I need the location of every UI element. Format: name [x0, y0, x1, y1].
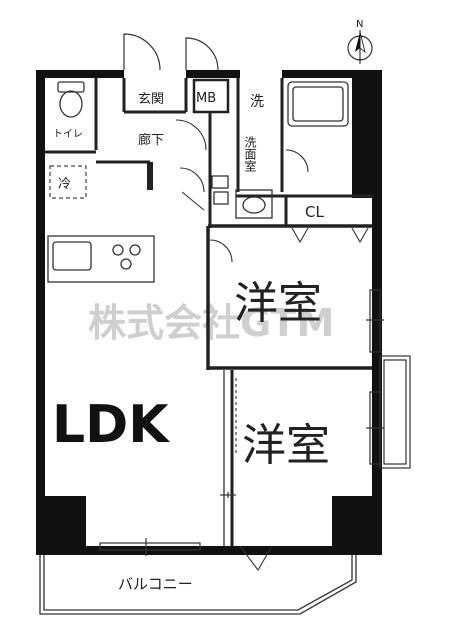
- wash-room-label: 洗面室: [243, 136, 257, 172]
- fridge-space: [49, 165, 87, 199]
- toilet-icon: [57, 81, 85, 118]
- western-room-2-label: 洋室: [242, 420, 330, 471]
- toilet-label: トイレ: [53, 129, 83, 140]
- corridor-label: 廊下: [138, 132, 164, 148]
- compass-north-label: N: [356, 19, 363, 30]
- north-compass-icon: N: [347, 19, 373, 64]
- outer-walls: [36, 70, 382, 555]
- balcony: [39, 552, 357, 615]
- corridor-doors: [175, 119, 309, 263]
- western-room-2-door: [235, 378, 273, 571]
- interior-walls: [45, 78, 372, 546]
- closet-label: CL: [305, 203, 324, 221]
- bathroom-fixtures: [211, 81, 349, 219]
- closet-doors: [291, 227, 369, 244]
- kitchen-counter: [47, 235, 155, 283]
- balcony-label: バルコニー: [118, 575, 193, 593]
- watermark: 株式会社GTM: [88, 301, 334, 345]
- genkan-label: 玄関: [138, 92, 164, 107]
- mb-label: MB: [196, 91, 216, 106]
- ldk-label: LDK: [52, 395, 170, 455]
- fridge-label: 冷: [58, 177, 71, 192]
- windows: [99, 289, 411, 556]
- washer-label: 洗: [250, 94, 264, 110]
- western-room-1-label: 洋室: [234, 278, 322, 329]
- entrance-door: [123, 33, 219, 71]
